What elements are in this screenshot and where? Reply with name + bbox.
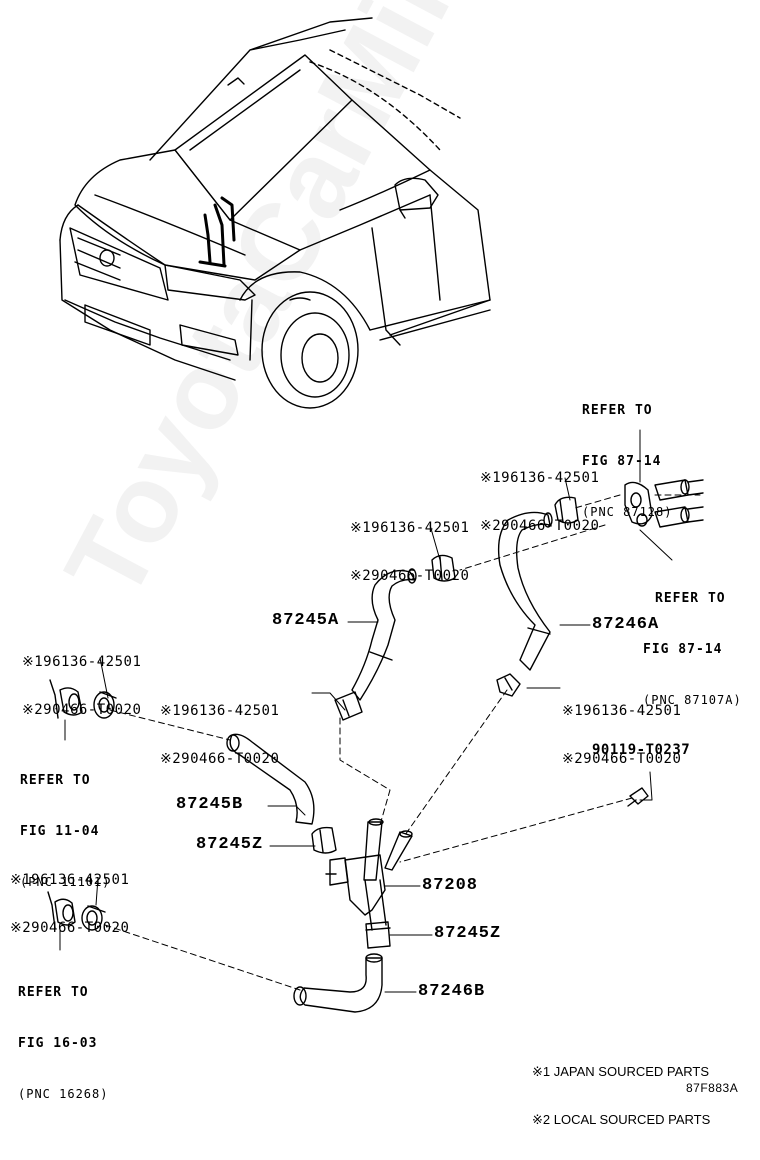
clamp-code-line2: ※290466-T0020 bbox=[10, 920, 130, 936]
ref-11101-line2: FIG 11-04 bbox=[20, 824, 100, 839]
clamp-code-left-middle: ※196136-42501 ※290466-T0020 bbox=[160, 671, 279, 799]
ref-11101: REFER TO FIG 11-04 (PNC 11101) bbox=[20, 738, 110, 925]
heater-core-pipes bbox=[624, 479, 704, 528]
ref-87128-line1: REFER TO bbox=[582, 403, 653, 418]
vehicle-illustration bbox=[59, 17, 491, 409]
ref-87107a-line2: FIG 87-14 bbox=[643, 642, 723, 657]
ref-87107a: REFER TO FIG 87-14 (PNC 87107A) bbox=[643, 556, 742, 743]
clamp-code-line2: ※290466-T0020 bbox=[22, 702, 142, 718]
clamp-code-line2: ※290466-T0020 bbox=[160, 751, 280, 767]
clamp-code-top-right: ※196136-42501 ※290466-T0020 bbox=[480, 438, 599, 566]
hose-87245b bbox=[226, 733, 315, 825]
clamp-code-right-middle: ※196136-42501 ※290466-T0020 bbox=[562, 671, 681, 799]
hose-87246a bbox=[497, 511, 553, 671]
leader-lines bbox=[59, 429, 673, 993]
hose-87246b bbox=[293, 953, 383, 1013]
clamp-code-line2: ※290466-T0020 bbox=[480, 518, 600, 534]
part-90119: 90119-T0237 bbox=[592, 742, 691, 758]
clamp-87245z-lower bbox=[365, 921, 391, 949]
clamp-top-middle bbox=[431, 554, 456, 582]
part-87245a: 87245A bbox=[272, 611, 340, 630]
clamp-top-right bbox=[554, 496, 579, 524]
figure-id: 87F883A bbox=[686, 1081, 739, 1095]
ref-16268-pnc: (PNC 16268) bbox=[18, 1087, 109, 1101]
clamp-code-line2: ※290466-T0020 bbox=[350, 568, 470, 584]
legend: ※1 JAPAN SOURCED PARTS ※2 LOCAL SOURCED … bbox=[532, 1032, 710, 1160]
clamp-code-line1: ※196136-42501 bbox=[562, 703, 682, 719]
clamp-code-top-middle: ※196136-42501 ※290466-T0020 bbox=[350, 488, 469, 616]
hose-87245a bbox=[351, 568, 417, 701]
connection-lines bbox=[104, 494, 701, 991]
clamp-code-line1: ※196136-42501 bbox=[480, 470, 600, 486]
part-87245z-lower: 87245Z bbox=[434, 924, 502, 943]
ref-16268-line2: FIG 16-03 bbox=[18, 1036, 98, 1051]
parts-diagram: ToyotaCarMine.ru bbox=[10, 0, 742, 1127]
ref-16268-line1: REFER TO bbox=[18, 985, 89, 1000]
ref-11101-line1: REFER TO bbox=[20, 773, 91, 788]
ref-87107a-pnc: (PNC 87107A) bbox=[643, 693, 742, 707]
engine-pipe-stubs bbox=[47, 679, 83, 929]
ref-16268: REFER TO FIG 16-03 (PNC 16268) bbox=[18, 950, 108, 1137]
part-87246b: 87246B bbox=[418, 982, 486, 1001]
clamp-left-upper bbox=[93, 691, 117, 719]
clamp-code-line1: ※196136-42501 bbox=[10, 872, 130, 888]
ref-87128-line2: FIG 87-14 bbox=[582, 454, 662, 469]
clamp-code-line2: ※290466-T0020 bbox=[562, 751, 682, 767]
clamp-right-middle bbox=[496, 673, 521, 697]
diagram-artwork bbox=[47, 17, 704, 1013]
ref-87128: REFER TO FIG 87-14 (PNC 87128) bbox=[582, 368, 672, 555]
part-87208: 87208 bbox=[422, 876, 479, 895]
clamp-code-line1: ※196136-42501 bbox=[160, 703, 280, 719]
clamp-left-lower bbox=[81, 905, 106, 931]
bolt-90119 bbox=[627, 787, 649, 807]
clamp-code-left-upper: ※196136-42501 ※290466-T0020 bbox=[22, 622, 141, 750]
clamp-87245z-upper bbox=[311, 826, 337, 854]
ref-11101-pnc: (PNC 11101) bbox=[20, 875, 111, 889]
clamp-left-middle bbox=[334, 691, 363, 721]
legend-local: ※2 LOCAL SOURCED PARTS bbox=[532, 1112, 711, 1127]
water-valve-87208 bbox=[325, 818, 413, 931]
clamp-code-line1: ※196136-42501 bbox=[22, 654, 142, 670]
part-87245b: 87245B bbox=[176, 795, 244, 814]
clamp-code-left-lower: ※196136-42501 ※290466-T0020 bbox=[10, 840, 129, 968]
ref-87107a-line1: REFER TO bbox=[655, 591, 726, 606]
clamp-code-line1: ※196136-42501 bbox=[350, 520, 470, 536]
part-87246a: 87246A bbox=[592, 615, 660, 634]
part-87245z-upper: 87245Z bbox=[196, 835, 264, 854]
legend-japan: ※1 JAPAN SOURCED PARTS bbox=[532, 1064, 710, 1079]
ref-87128-pnc: (PNC 87128) bbox=[582, 505, 673, 519]
